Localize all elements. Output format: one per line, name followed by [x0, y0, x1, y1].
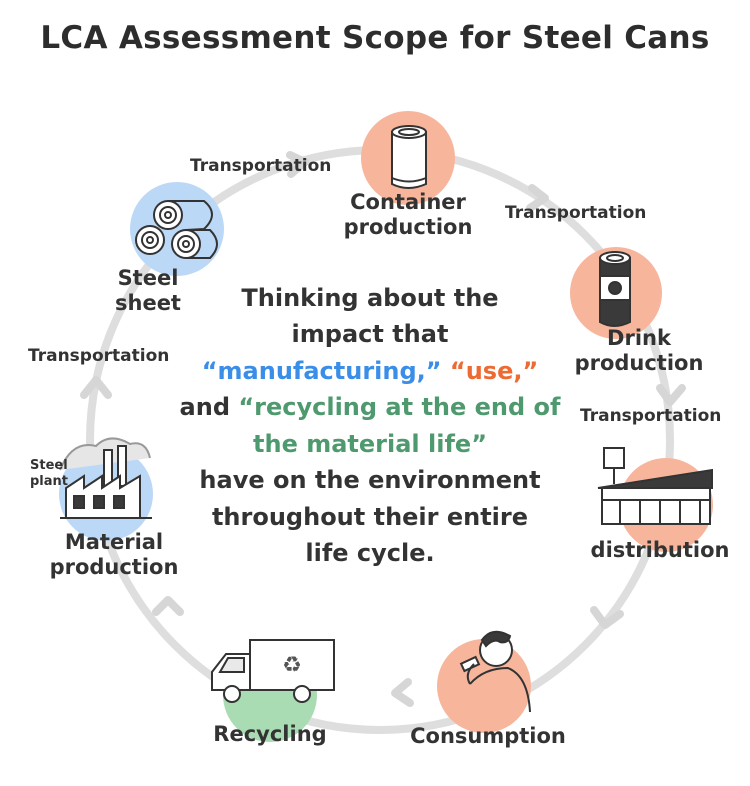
drink-label-line2: production [574, 350, 704, 375]
center-line-5: the material life” [150, 426, 590, 462]
transport-label-top: Transportation [190, 156, 332, 176]
material-label-line2: production [49, 554, 179, 579]
plant-tag-line1: Steel [30, 458, 68, 473]
recycling-phrase-part1: “recycling at the end of [238, 393, 561, 422]
transport-label-right: Transportation [580, 406, 722, 426]
sheet-label-line1: Steel [117, 266, 179, 290]
recycling-phrase-part2: the material life” [253, 429, 487, 458]
factory-icon [59, 437, 152, 519]
center-line-1: Thinking about the [241, 284, 499, 312]
and-word: and [179, 393, 230, 422]
distribution-label: distribution [590, 538, 730, 562]
center-line-2: impact that [291, 320, 449, 349]
material-production-label: Material production [44, 530, 184, 580]
drink-production-label: Drink production [564, 326, 714, 376]
arrow-topright-chevron [526, 184, 549, 212]
center-line-8: life cycle. [305, 539, 435, 568]
plant-tag-line2: plant [30, 473, 69, 489]
recycling-label: Recycling [213, 722, 327, 746]
container-label-line1: Container [350, 190, 466, 214]
center-line-6: have on the environment [199, 466, 541, 495]
steel-coil-icon [135, 200, 218, 259]
center-message: Thinking about the impact that “manufact… [150, 280, 590, 572]
arrow-bottom-chevron [391, 678, 414, 707]
recycling-truck-icon: ♻ [211, 639, 335, 703]
svg-text:♻: ♻ [282, 653, 302, 678]
can-icon [391, 125, 427, 189]
container-production-label: Container production [338, 190, 478, 240]
center-line-7: throughout their entire [211, 502, 529, 531]
arrow-right-chevron [656, 384, 686, 406]
use-phrase: “use,” [449, 356, 539, 385]
steel-plant-tag: Steel plant [30, 458, 68, 489]
manufacturing-phrase: “manufacturing,” [201, 356, 442, 385]
page-title: LCA Assessment Scope for Steel Cans [40, 20, 710, 56]
transport-label-left: Transportation [28, 346, 170, 366]
arrow-left-chevron [80, 376, 112, 399]
person-drinking-icon [459, 630, 531, 713]
drink-label-line1: Drink [607, 326, 671, 350]
arrow-lowleft-chevron [152, 596, 184, 616]
arrow-top-chevron [286, 151, 309, 178]
sheet-label-line2: sheet [115, 290, 181, 315]
material-label-line1: Material [64, 530, 164, 554]
store-icon [597, 447, 713, 525]
consumption-label: Consumption [410, 724, 566, 748]
arrow-lowright-chevron [590, 606, 624, 629]
center-line-3: “manufacturing,” “use,” [150, 353, 590, 389]
transport-label-topright: Transportation [505, 203, 647, 223]
drink-can-icon [599, 251, 631, 327]
center-line-4: and “recycling at the end of [150, 389, 590, 425]
steel-sheet-label: Steel sheet [108, 266, 188, 316]
container-label-line2: production [343, 214, 473, 239]
